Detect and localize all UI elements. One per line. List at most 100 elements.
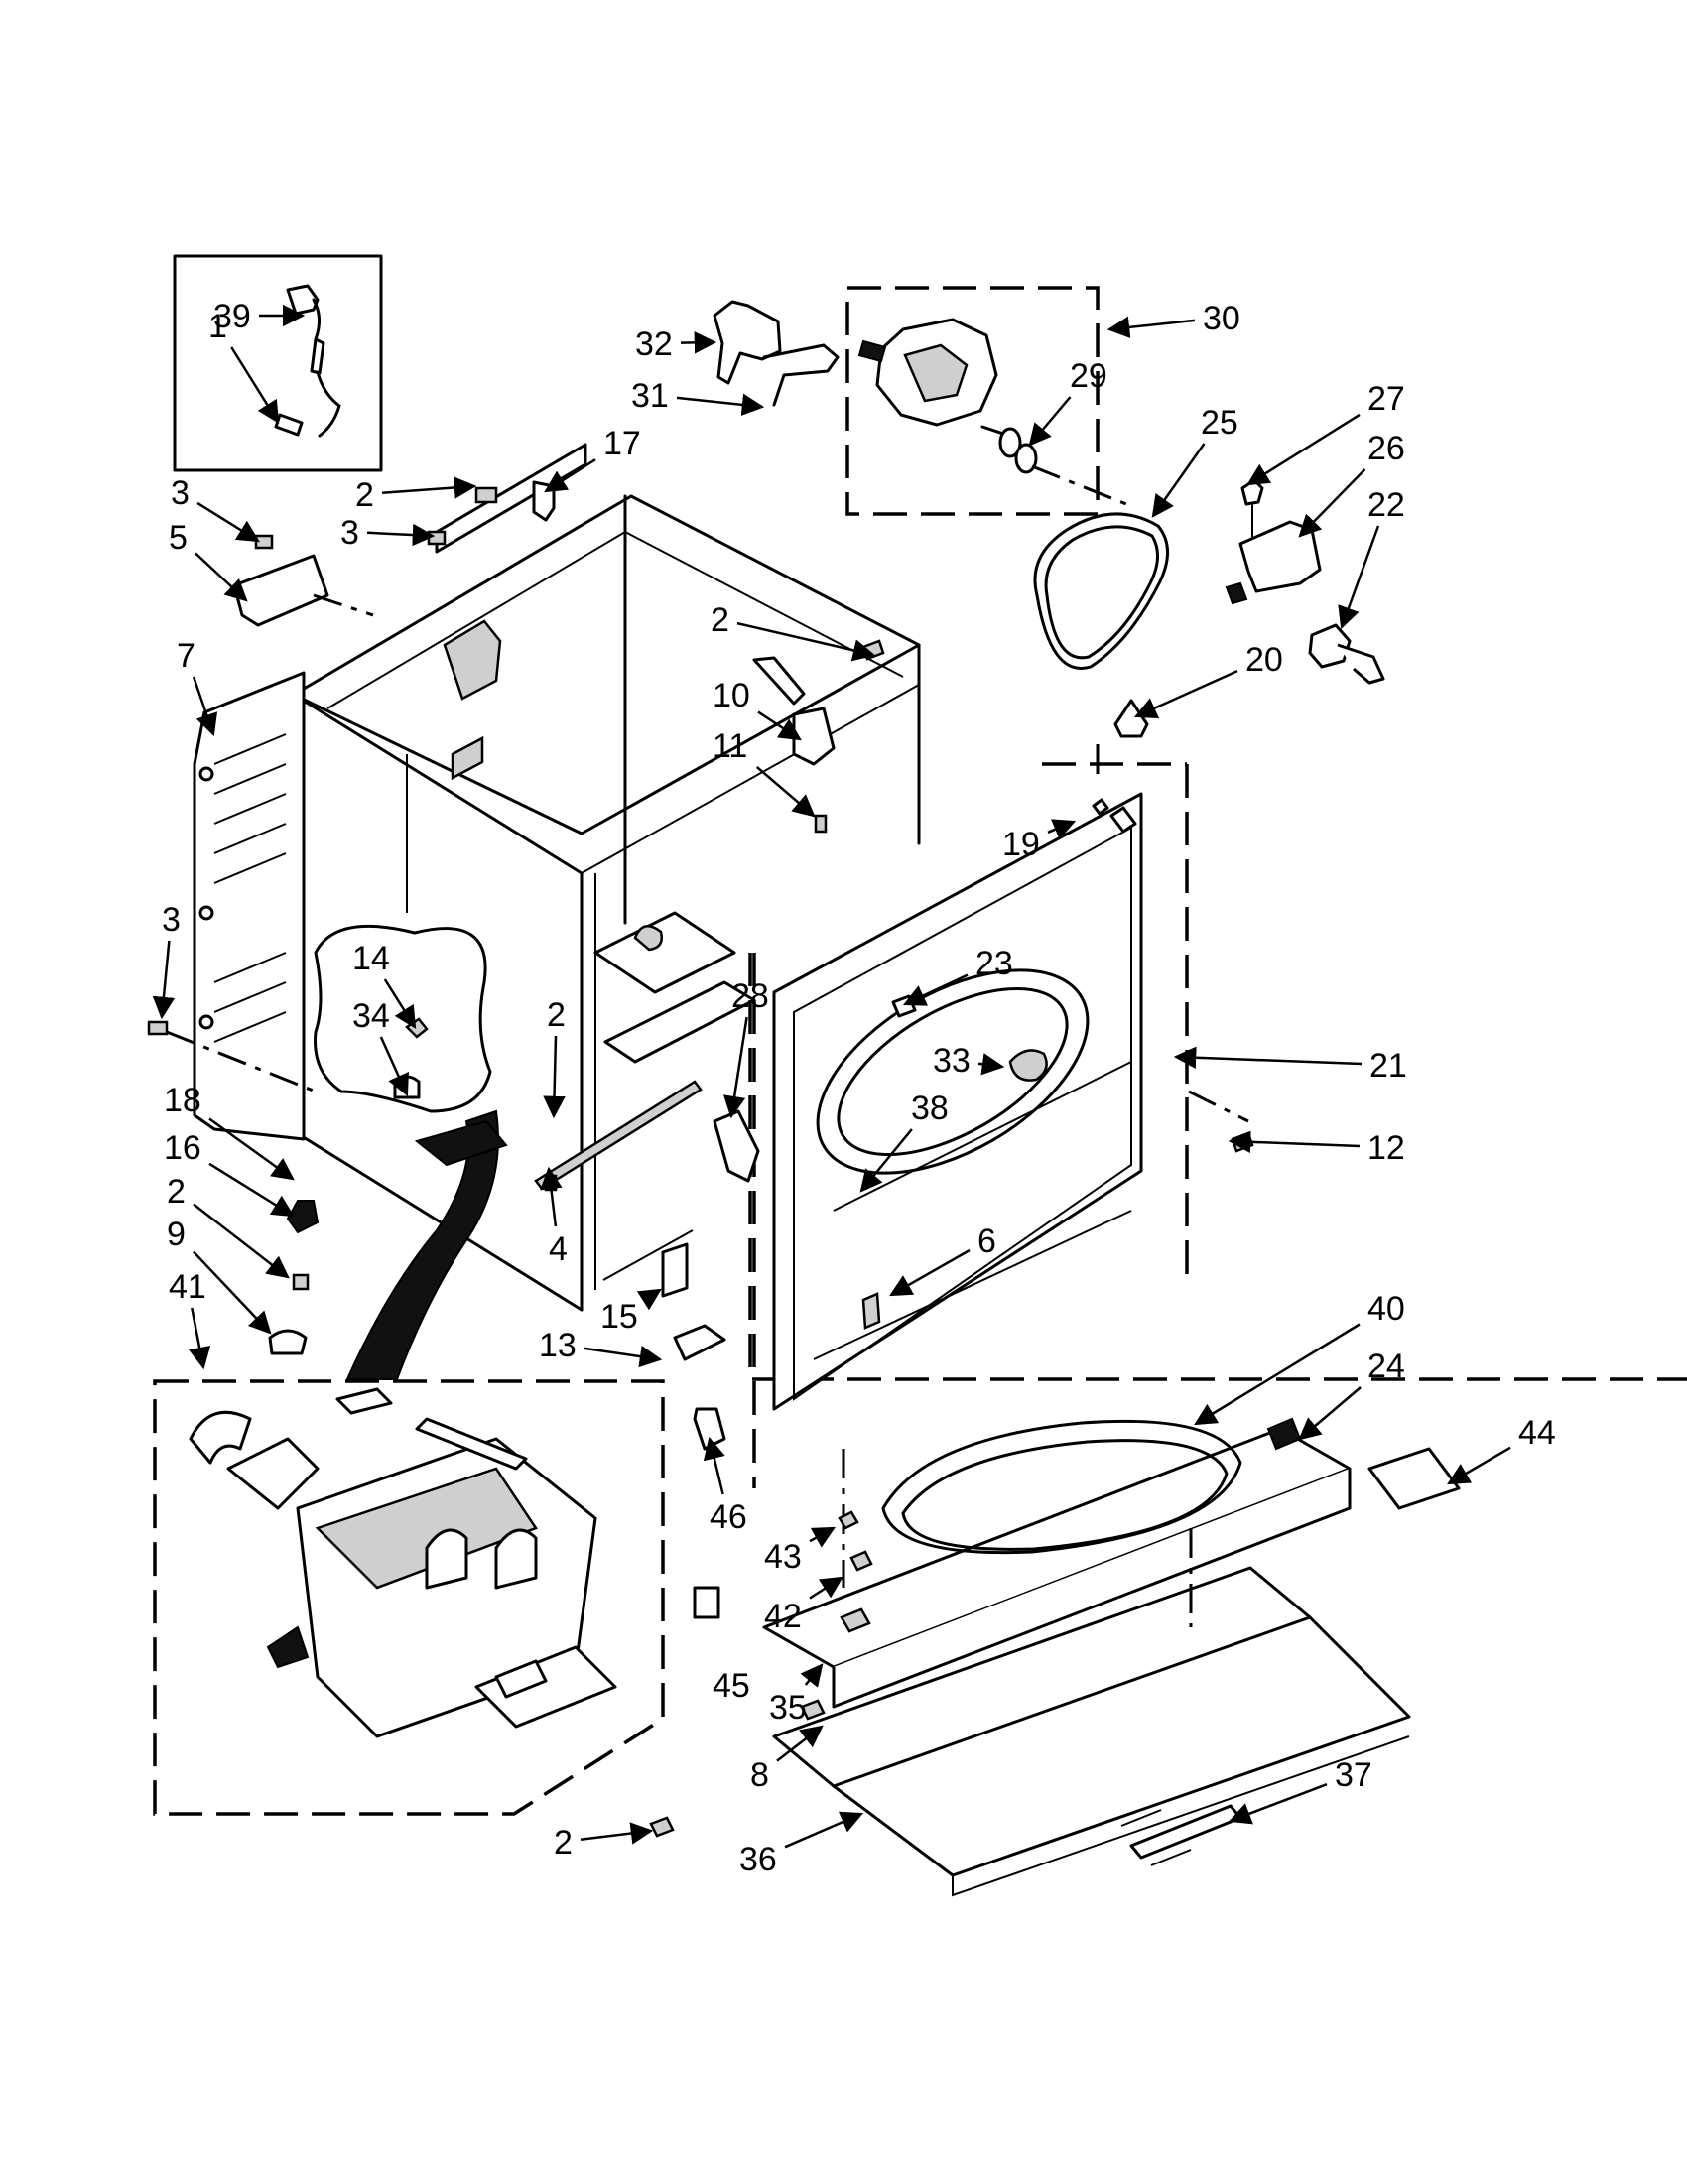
callout-number: 41 (169, 1268, 206, 1306)
callout-c30: 30 (1106, 300, 1240, 339)
callout-arrow (1106, 316, 1196, 339)
callout-arrow (1228, 1783, 1328, 1825)
callout-number: 26 (1367, 430, 1405, 467)
callout-c5: 5 (169, 519, 248, 602)
callout-number: 3 (171, 474, 190, 512)
callout-c32: 32 (635, 325, 717, 363)
callout-c7: 7 (177, 637, 218, 737)
callout-arrow (1047, 819, 1077, 840)
callout-arrow (757, 710, 802, 741)
callout-number: 30 (1203, 300, 1240, 337)
callout-c27: 27 (1246, 380, 1405, 486)
hardware (147, 480, 1254, 1838)
callout-number: 3 (162, 901, 181, 939)
leader-lines (166, 593, 1249, 1123)
callout-number: 37 (1335, 1756, 1372, 1794)
callout-arrow (1338, 525, 1380, 630)
callout-number: 36 (739, 1841, 777, 1878)
callout-number: 2 (711, 601, 729, 639)
callout-number: 16 (164, 1129, 201, 1167)
callout-arrow (192, 676, 218, 737)
callout-c45: 45 (713, 1667, 750, 1705)
callout-arrow (540, 1166, 563, 1227)
callout-arrow (902, 973, 969, 1006)
callout-number: 34 (352, 997, 390, 1035)
idler-parts (1225, 478, 1385, 685)
callout-number: 11 (713, 727, 747, 765)
callout-c17: 17 (544, 425, 641, 493)
callout-number: 10 (713, 677, 750, 714)
callout-c9: 9 (167, 1216, 272, 1335)
callout-number: 46 (710, 1498, 747, 1536)
callout-number: 1 (208, 308, 227, 345)
callout-arrow (680, 331, 717, 354)
callout-c44: 44 (1447, 1414, 1556, 1485)
callout-c37: 37 (1228, 1756, 1372, 1825)
callout-arrow (544, 458, 596, 493)
callout-number: 24 (1367, 1348, 1405, 1385)
callout-arrow (755, 766, 816, 818)
front-panel (748, 762, 1687, 1488)
callout-c13: 13 (539, 1327, 663, 1368)
callout-number: 32 (635, 325, 673, 363)
callout-c36: 36 (739, 1811, 864, 1878)
callout-c14: 14 (352, 940, 417, 1029)
burner-assembly (153, 1379, 665, 1816)
callout-number: 14 (352, 940, 390, 977)
callout-number: 15 (600, 1298, 638, 1336)
callout-arrow (379, 1036, 409, 1097)
callout-arrow (723, 1016, 748, 1119)
callout-arrow (776, 1725, 824, 1762)
callout-c2b: 2 (711, 601, 876, 662)
callout-number: 5 (169, 519, 188, 557)
callout-c29: 29 (1028, 357, 1107, 447)
callout-arrow (543, 1035, 566, 1119)
callout-c19: 19 (1002, 819, 1077, 863)
base-assembly (693, 1407, 1461, 1897)
callout-c23: 23 (902, 945, 1013, 1006)
callout-c12: 12 (1228, 1129, 1405, 1167)
cabinet (193, 443, 921, 1312)
callout-number: 2 (554, 1824, 573, 1862)
callout-arrow (809, 1526, 836, 1548)
callout-c38: 38 (859, 1090, 949, 1193)
callout-arrow (703, 1436, 725, 1495)
callout-c10: 10 (713, 677, 802, 741)
callout-arrow (193, 1203, 290, 1279)
callout-number: 12 (1367, 1129, 1405, 1167)
callout-c8: 8 (750, 1725, 824, 1794)
callout-c41: 41 (169, 1268, 211, 1370)
callout-number: 23 (975, 945, 1013, 982)
callout-c6: 6 (889, 1222, 996, 1297)
callout-arrow (676, 393, 765, 417)
callout-arrow (1151, 443, 1206, 518)
callout-number: 44 (1518, 1414, 1556, 1452)
callout-number: 33 (933, 1042, 971, 1080)
callout-number: 39 (213, 298, 251, 335)
callout-c20: 20 (1133, 641, 1283, 718)
callout-c2d: 2 (167, 1173, 290, 1279)
callout-c3c: 3 (152, 901, 181, 1020)
callout-number: 20 (1245, 641, 1283, 679)
callout-number: 40 (1367, 1290, 1405, 1328)
callout-number: 42 (764, 1598, 802, 1635)
callout-c15: 15 (600, 1288, 662, 1336)
callout-number: 45 (713, 1667, 750, 1705)
callout-arrow (1298, 468, 1366, 538)
callout-arrow (636, 1288, 662, 1311)
callout-number: 25 (1201, 404, 1238, 442)
callout-arrow (584, 1345, 663, 1368)
callout-number: 35 (769, 1689, 807, 1727)
callout-c4: 4 (540, 1166, 568, 1268)
callout-arrow (889, 1248, 971, 1297)
callout-arrow (1228, 1130, 1361, 1154)
callout-number: 3 (340, 514, 359, 552)
callout-arrow (381, 476, 477, 499)
callout-c34: 34 (352, 997, 409, 1097)
callout-number: 2 (547, 996, 566, 1034)
callout-arrow (1133, 669, 1238, 718)
callout-number: 31 (631, 377, 669, 415)
callout-number: 9 (167, 1216, 186, 1253)
motor-bracket (713, 300, 840, 407)
